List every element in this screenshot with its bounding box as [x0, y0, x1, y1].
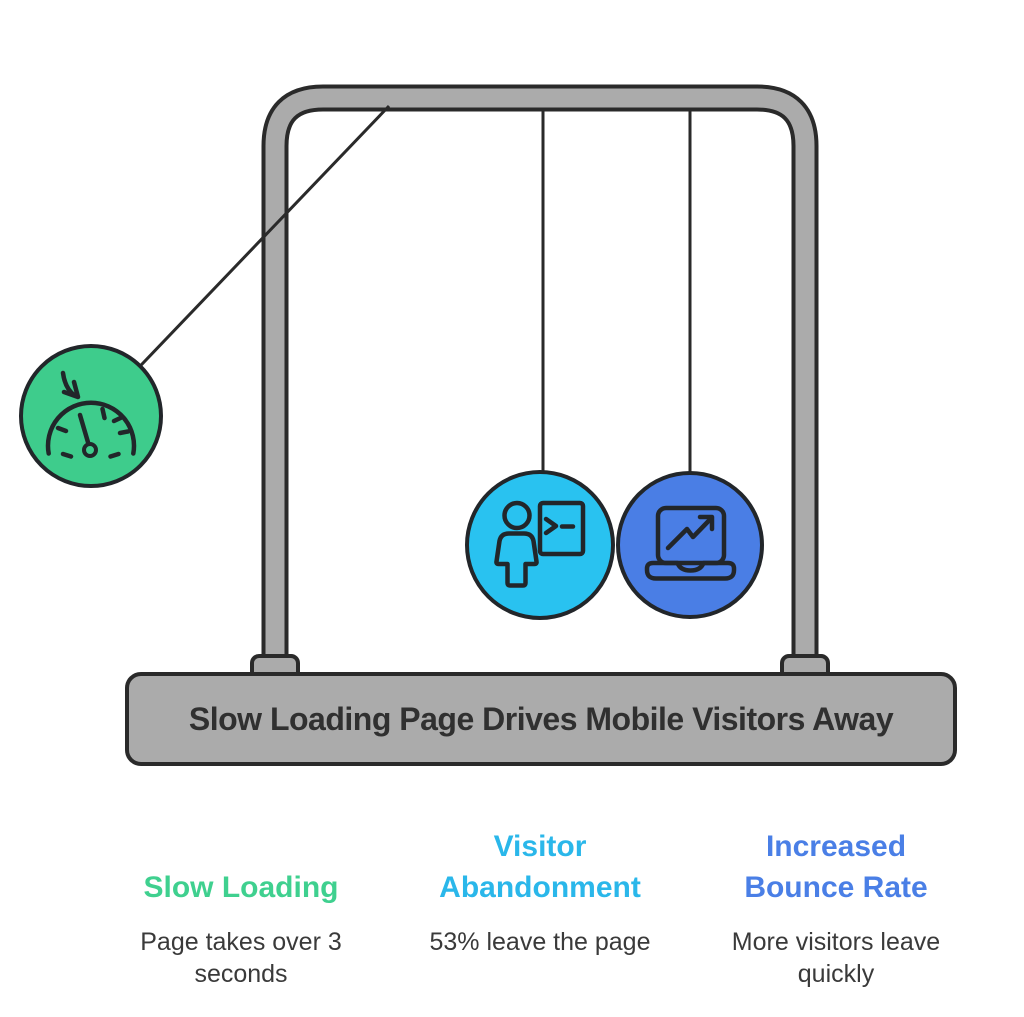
laptop-base	[644, 560, 737, 581]
column-visitor-abandonment-heading-text: Visitor Abandonment	[439, 830, 641, 904]
speedometer-pivot	[82, 442, 98, 458]
presentation-board	[537, 500, 586, 557]
column-slow-loading-heading: Slow Loading	[101, 820, 381, 908]
column-slow-loading: Slow Loading Page takes over 3 seconds	[101, 820, 381, 990]
person-head	[502, 500, 532, 531]
slow-loading-ball-circle	[19, 344, 163, 488]
speedometer-arc	[45, 400, 137, 456]
slow-loading-ball	[19, 344, 163, 488]
presentation-person-icon	[494, 500, 586, 588]
title-banner: Slow Loading Page Drives Mobile Visitors…	[125, 672, 957, 766]
column-increased-bounce-rate-heading-text: Increased Bounce Rate	[744, 830, 928, 904]
column-visitor-abandonment-heading: Visitor Abandonment	[400, 820, 680, 908]
speedometer-arrowhead	[61, 379, 81, 400]
person-body	[494, 531, 539, 588]
speedometer-needle	[77, 412, 91, 447]
speedometer-ticks	[55, 406, 131, 459]
string-diagonal-left	[98, 104, 391, 410]
laptop-screen	[655, 505, 727, 566]
visitor-abandonment-ball	[465, 470, 615, 620]
increased-bounce-rate-ball	[616, 471, 764, 619]
pendulum-scene	[19, 84, 830, 690]
banner-title: Slow Loading Page Drives Mobile Visitors…	[188, 700, 894, 737]
column-slow-loading-heading-text: Slow Loading	[143, 871, 339, 904]
trend-line	[665, 517, 713, 551]
frame-tube-fill	[265, 88, 815, 690]
column-increased-bounce-rate: Increased Bounce Rate More visitors leav…	[696, 820, 976, 990]
column-visitor-abandonment: Visitor Abandonment 53% leave the page	[400, 820, 680, 958]
column-increased-bounce-rate-heading: Increased Bounce Rate	[696, 820, 976, 908]
trend-arrowhead	[697, 514, 715, 532]
column-visitor-abandonment-body: 53% leave the page	[429, 928, 651, 956]
column-increased-bounce-rate-body: More visitors leave quickly	[731, 928, 941, 988]
column-slow-loading-body: Page takes over 3 seconds	[140, 928, 342, 988]
pendulum-strings	[98, 104, 692, 478]
speedometer-icon	[45, 370, 137, 459]
laptop-trend-icon	[644, 505, 737, 581]
increased-bounce-rate-ball-circle	[616, 471, 764, 619]
board-chevron	[543, 516, 559, 536]
